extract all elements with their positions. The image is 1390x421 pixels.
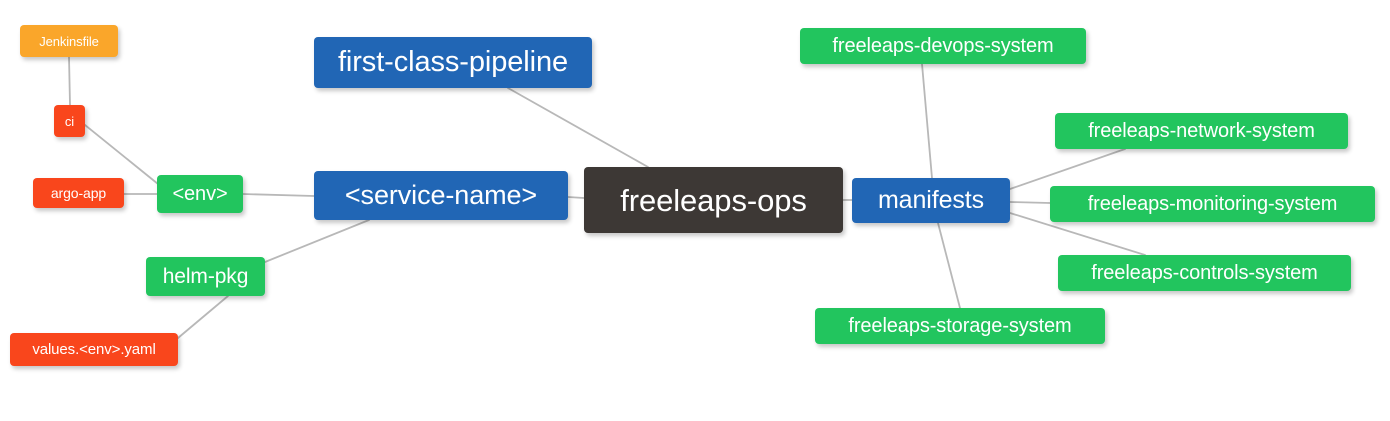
mindmap-node-argo-app[interactable]: argo-app [33, 178, 124, 208]
mindmap-node-freeleaps-storage-system[interactable]: freeleaps-storage-system [815, 308, 1105, 344]
mindmap-node-service-name[interactable]: <service-name> [314, 171, 568, 220]
mindmap-node-freeleaps-controls-system[interactable]: freeleaps-controls-system [1058, 255, 1351, 291]
mindmap-node-label-argo-app: argo-app [50, 185, 107, 201]
mindmap-node-label-jenkinsfile: Jenkinsfile [39, 33, 99, 49]
mindmap-node-freeleaps-ops[interactable]: freeleaps-ops [584, 167, 843, 233]
edge-values-env-yaml-to-helm-pkg [177, 295, 229, 339]
mindmap-node-label-service-name: <service-name> [344, 180, 538, 210]
edge-first-class-pipeline-to-freeleaps-ops [507, 87, 649, 168]
edge-manifests-to-freeleaps-monitoring-system [1009, 201, 1051, 204]
mindmap-node-label-freeleaps-monitoring-system: freeleaps-monitoring-system [1087, 193, 1338, 215]
mindmap-node-label-freeleaps-controls-system: freeleaps-controls-system [1091, 262, 1318, 284]
mindmap-node-freeleaps-network-system[interactable]: freeleaps-network-system [1055, 113, 1348, 149]
mindmap-node-label-env: <env> [172, 183, 228, 205]
mindmap-node-label-ci: ci [64, 113, 75, 129]
mindmap-node-label-freeleaps-ops: freeleaps-ops [620, 182, 807, 218]
edge-manifests-to-freeleaps-storage-system [937, 222, 961, 309]
mindmap-node-label-freeleaps-network-system: freeleaps-network-system [1088, 120, 1315, 142]
edge-ci-to-env [84, 124, 159, 185]
mindmap-node-ci[interactable]: ci [54, 105, 85, 137]
edge-helm-pkg-to-service-name [264, 219, 370, 263]
mindmap-node-label-freeleaps-devops-system: freeleaps-devops-system [832, 35, 1054, 57]
mindmap-node-jenkinsfile[interactable]: Jenkinsfile [20, 25, 118, 57]
mindmap-node-values-env-yaml[interactable]: values.<env>.yaml [10, 333, 178, 366]
mindmap-node-label-freeleaps-storage-system: freeleaps-storage-system [848, 315, 1072, 337]
edge-manifests-to-freeleaps-network-system [1009, 148, 1126, 190]
edge-service-name-to-freeleaps-ops [567, 196, 585, 199]
mindmap-node-manifests[interactable]: manifests [852, 178, 1010, 223]
mindmap-node-label-first-class-pipeline: first-class-pipeline [337, 46, 569, 78]
mindmap-node-first-class-pipeline[interactable]: first-class-pipeline [314, 37, 592, 88]
edge-jenkinsfile-to-ci [68, 56, 71, 106]
mindmap-node-label-helm-pkg: helm-pkg [162, 265, 249, 288]
edge-env-to-service-name [242, 193, 315, 197]
mindmap-node-label-manifests: manifests [877, 186, 985, 214]
mindmap-node-label-values-env-yaml: values.<env>.yaml [32, 341, 156, 358]
mindmap-node-freeleaps-monitoring-system[interactable]: freeleaps-monitoring-system [1050, 186, 1375, 222]
mindmap-node-env[interactable]: <env> [157, 175, 243, 213]
mindmap-node-freeleaps-devops-system[interactable]: freeleaps-devops-system [800, 28, 1086, 64]
mindmap-node-helm-pkg[interactable]: helm-pkg [146, 257, 265, 296]
edge-manifests-to-freeleaps-devops-system [921, 63, 933, 179]
